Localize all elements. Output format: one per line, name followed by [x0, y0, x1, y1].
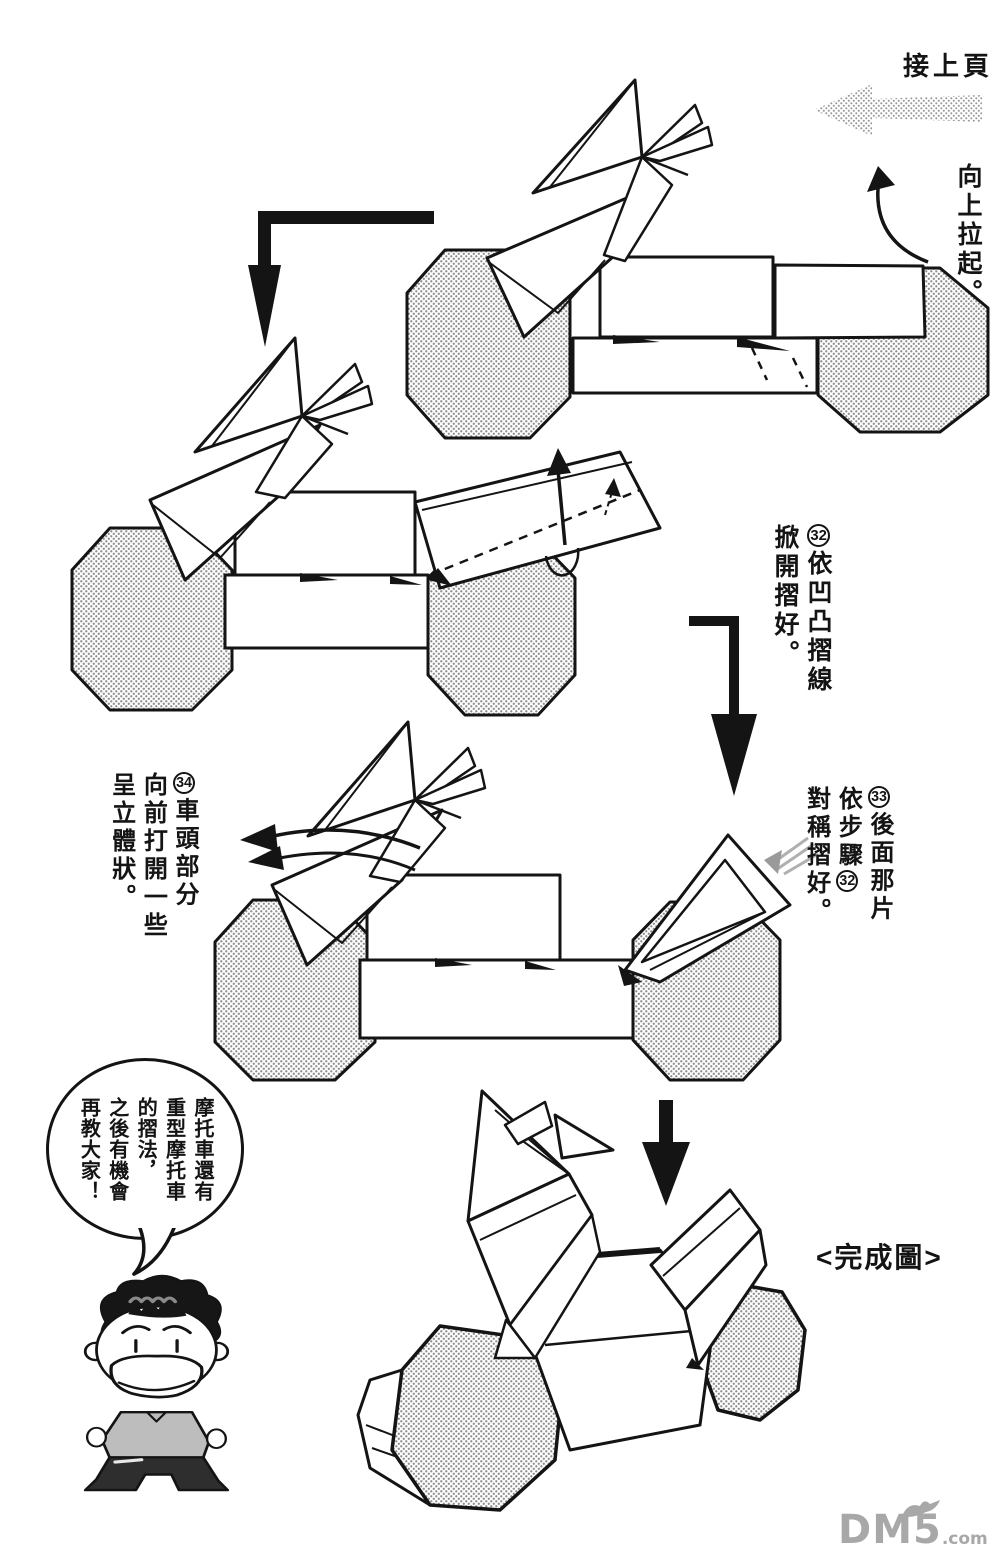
step-33-number-badge: 33 — [868, 786, 891, 809]
continued-from-previous-label: 接上頁 — [903, 51, 994, 81]
speech-bubble-text: 摩托車還有 重型摩托車 的摺法， 之後有機會 再教大家！ — [77, 1096, 213, 1202]
sketch-arrow-icon — [764, 836, 819, 876]
step-34-number-badge: 34 — [173, 772, 196, 795]
step-32-instruction: 32依凹凸摺線 掀開摺好。 — [768, 524, 834, 695]
watermark-main: DM5 — [838, 1507, 942, 1553]
origami-completed-figure — [356, 1089, 807, 1512]
step-33-line-1: 33後面那片 — [863, 786, 895, 926]
cartoon-character — [83, 1274, 230, 1492]
step-32-line-2: 掀開摺好。 — [771, 524, 799, 669]
step-32-line-1: 32依凹凸摺線 — [801, 524, 834, 695]
step-33-instruction: 33後面那片 依步驟32 對稱摺好。 — [800, 786, 895, 926]
continued-halftone-arrow-icon — [814, 84, 982, 136]
step-34-line-2: 向前打開一些 — [139, 772, 167, 940]
origami-step-figure-1 — [405, 78, 990, 440]
watermark-mascot-icon — [902, 1500, 940, 1517]
flow-arrow-down-icon — [642, 1100, 690, 1206]
origami-step-figure-3 — [213, 720, 819, 1082]
flow-arrow-down-left-icon — [248, 211, 434, 347]
step-32-number-badge: 32 — [807, 524, 830, 547]
watermark: DM5.com — [838, 1510, 988, 1550]
handlebar-flag — [553, 1113, 615, 1160]
step-33-line-2: 依步驟32 — [832, 786, 864, 926]
completed-figure-label: <完成圖> — [816, 1242, 943, 1273]
pull-up-arrow-icon — [867, 166, 929, 264]
step-34-line-1: 34車頭部分 — [168, 772, 200, 940]
step-33-line-3: 對稱摺好。 — [802, 786, 830, 926]
origami-step-figure-2 — [70, 336, 662, 717]
speech-bubble-tail — [132, 1228, 176, 1276]
step-33-ref-number-badge: 32 — [836, 870, 859, 893]
watermark-suffix: .com — [941, 1528, 988, 1549]
speech-bubble: 摩托車還有 重型摩托車 的摺法， 之後有機會 再教大家！ — [46, 1058, 244, 1240]
step-34-instruction: 34車頭部分 向前打開一些 呈立體狀。 — [105, 772, 200, 940]
flow-arrow-down-right-icon — [689, 616, 757, 796]
step-34-line-3: 呈立體狀。 — [107, 772, 135, 912]
